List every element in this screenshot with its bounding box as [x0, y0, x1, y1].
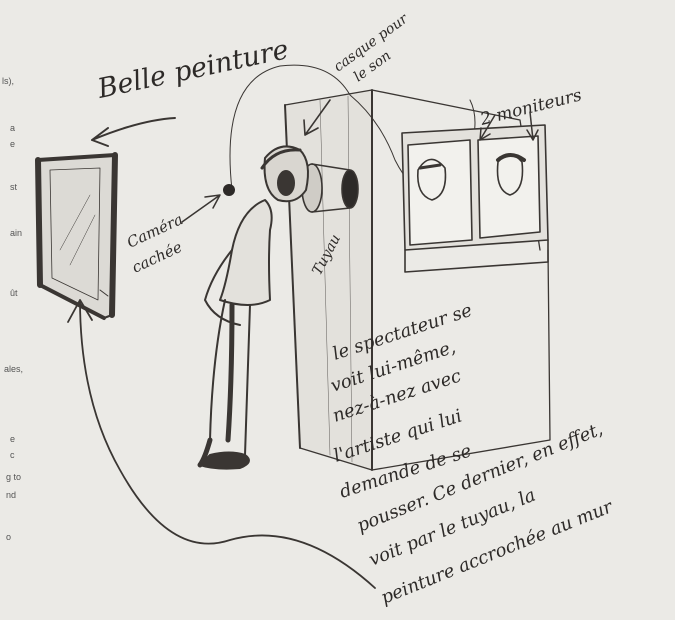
margin-fragment: ût	[10, 288, 18, 298]
handwritten-note: le spectateur se voit lui-même, nez-à-ne…	[328, 300, 617, 609]
monitors-drawing	[402, 125, 548, 272]
spectator-drawing	[200, 146, 308, 468]
margin-fragment: o	[6, 532, 11, 542]
margin-fragment: ls),	[2, 76, 14, 86]
hidden-camera	[223, 184, 235, 196]
margin-fragment: e	[10, 434, 15, 444]
margin-fragment: c	[10, 450, 15, 460]
label-painting: Belle peinture	[94, 34, 291, 105]
margin-fragment: ales,	[4, 364, 23, 374]
margin-fragment: st	[10, 182, 18, 192]
margin-fragment: nd	[6, 490, 16, 500]
margin-fragment: g to	[6, 472, 21, 482]
margin-fragment: e	[10, 139, 15, 149]
margin-fragment: ain	[10, 228, 22, 238]
arrow-to-camera	[182, 195, 220, 222]
arrow-to-painting	[92, 118, 175, 146]
margin-text: ls), a e st ain ût ales, e c g to nd o	[2, 76, 23, 542]
painting-drawing	[38, 155, 115, 318]
margin-fragment: a	[10, 123, 15, 133]
